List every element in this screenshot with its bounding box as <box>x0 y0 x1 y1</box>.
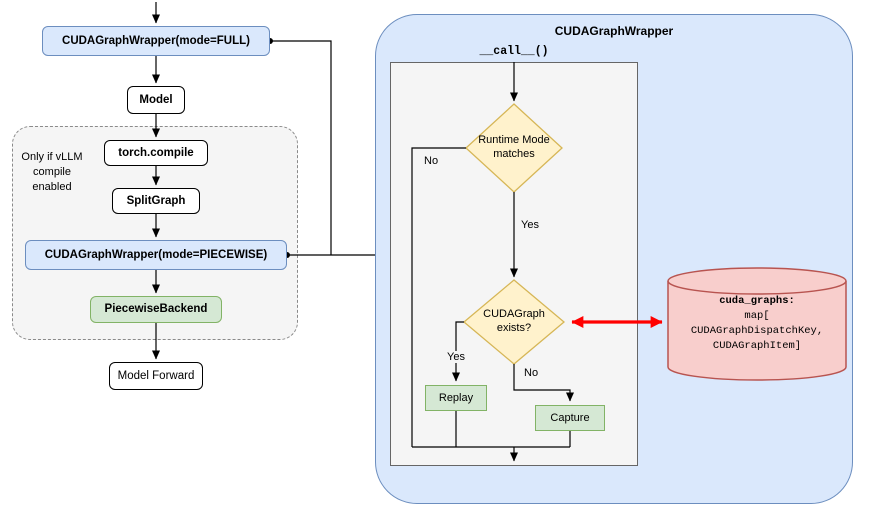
node-cudagraphwrapper-full: CUDAGraphWrapper(mode=FULL) <box>42 26 270 56</box>
node-cudagraphwrapper-piecewise: CUDAGraphWrapper(mode=PIECEWISE) <box>25 240 287 270</box>
runtime-no-label: No <box>424 155 439 167</box>
datastore-line-map: map[ <box>744 310 770 322</box>
datastore-line-dispatchkey: CUDAGraphDispatchKey, <box>690 325 824 337</box>
node-replay: Replay <box>425 385 487 411</box>
runtime-yes-label: Yes <box>521 219 539 231</box>
edge-exists-no-to-capture <box>513 364 574 402</box>
exists-yes-label: Yes <box>442 351 470 363</box>
cuda-graphs-cylinder-top <box>667 267 847 295</box>
edge-runtime-no-bypass <box>411 147 466 447</box>
node-model: Model <box>127 86 185 114</box>
cudagraph-exists-diamond-label: CUDAGraph exists? <box>483 308 545 334</box>
exists-no-label: No <box>524 367 539 379</box>
panel-title: CUDAGraphWrapper <box>554 24 674 38</box>
compile-group-note: Only if vLLM compile enabled <box>21 151 83 193</box>
node-model-forward: Model Forward <box>109 362 203 390</box>
node-split-graph: SplitGraph <box>112 188 200 214</box>
datastore-line-item: CUDAGraphItem] <box>712 340 802 352</box>
cuda-graphs-cylinder-body <box>667 281 847 381</box>
cuda-graphs-datastore-text: cuda_graphs: map[ CUDAGraphDispatchKey, … <box>668 294 846 354</box>
runtime-mode-diamond-label: Runtime Mode matches <box>478 134 550 160</box>
node-piecewise-backend: PiecewiseBackend <box>90 296 222 323</box>
node-capture: Capture <box>535 405 605 431</box>
edge-full-to-panel <box>270 40 332 255</box>
datastore-title: cuda_graphs: <box>719 295 795 307</box>
call-method-label: __call__() <box>479 45 549 58</box>
node-torch-compile: torch.compile <box>104 140 208 166</box>
